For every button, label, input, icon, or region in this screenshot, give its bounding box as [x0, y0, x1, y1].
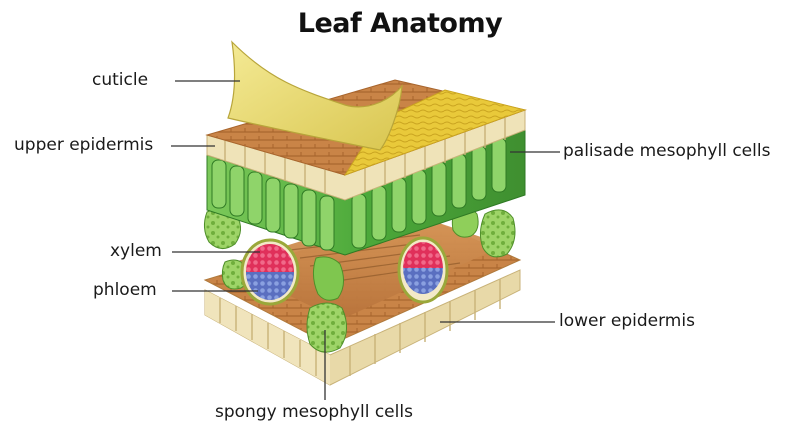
diagram-title: Leaf Anatomy: [297, 8, 503, 39]
spongy-mesophyll-cells: [203, 207, 516, 353]
leader-lines: [171, 80, 560, 400]
label-phloem: phloem: [93, 280, 157, 300]
label-cuticle: cuticle: [92, 70, 149, 90]
xylem-phloem-bundle-right: [397, 236, 449, 304]
cuticle-layer: [227, 40, 403, 151]
label-xylem: xylem: [110, 241, 162, 261]
xylem-phloem-bundle-left: [240, 238, 300, 306]
label-upper-epidermis: upper epidermis: [14, 135, 154, 155]
label-lower-epidermis: lower epidermis: [559, 311, 695, 331]
label-spongy-mesophyll: spongy mesophyll cells: [215, 402, 413, 422]
label-palisade-mesophyll: palisade mesophyll cells: [563, 141, 771, 161]
